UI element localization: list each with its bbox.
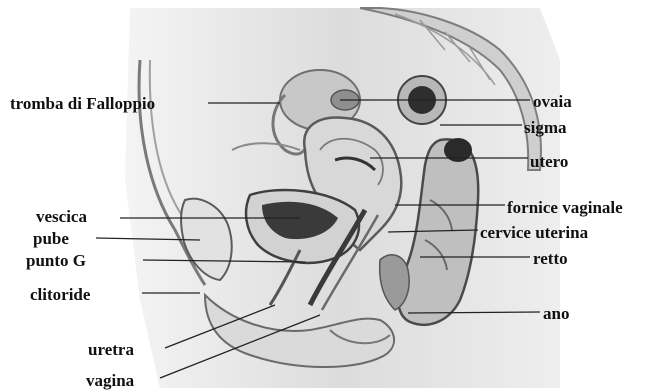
label-clitoris: clitoride: [30, 286, 90, 303]
label-vagina: vagina: [86, 372, 134, 389]
label-rectum: retto: [533, 250, 568, 267]
label-uterus: utero: [530, 153, 568, 170]
label-ovaries: ovaia: [533, 93, 572, 110]
label-urethra: uretra: [88, 341, 134, 358]
label-vaginal-fornix: fornice vaginale: [507, 199, 623, 216]
label-sigmoid: sigma: [524, 119, 567, 136]
label-g-spot: punto G: [26, 252, 86, 269]
label-pubis: pube: [33, 230, 69, 247]
label-cervix: cervice uterina: [480, 224, 588, 241]
label-anus: ano: [543, 305, 569, 322]
label-bladder: vescica: [36, 208, 87, 225]
label-fallopian-tube: tromba di Falloppio: [10, 95, 155, 112]
